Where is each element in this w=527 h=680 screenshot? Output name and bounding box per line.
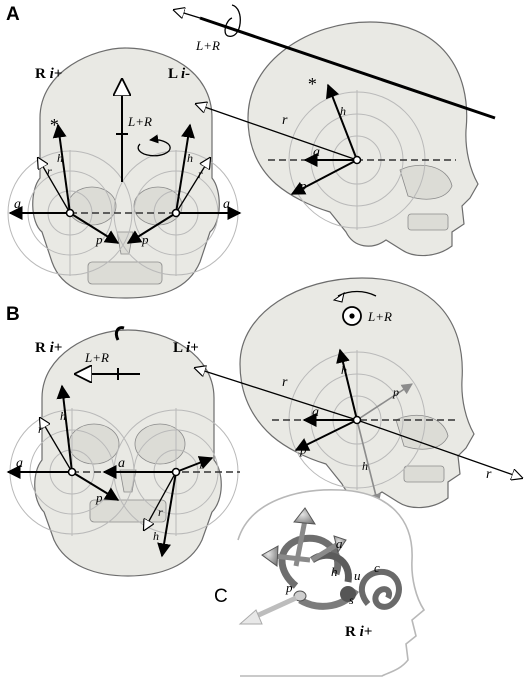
panel-a-lateral-center	[352, 155, 362, 165]
panel-a-label: A	[6, 4, 20, 25]
panel-a-left-label: L i-	[168, 66, 190, 82]
panel-c-side-label: R i+	[345, 624, 372, 640]
panel-a-frontal-label-a-left: a	[223, 197, 230, 212]
panel-a-lateral-rot-label: L+R	[195, 38, 220, 53]
panel-b-frontal-rot-label: L+R	[84, 350, 109, 365]
panel-c-label-h: h	[331, 564, 338, 579]
panel-b-left-center	[171, 467, 181, 477]
panel-a-lateral-star: *	[307, 74, 316, 94]
panel-b-lateral-center	[352, 415, 362, 425]
panel-c-cone-vectors	[238, 507, 347, 625]
panel-b-frontal-skull	[34, 329, 222, 577]
panel-b-lateral-label-a: a	[312, 405, 319, 420]
panel-b-right-label: R i+	[35, 340, 62, 356]
panel-b-left-label: L i+	[173, 340, 199, 356]
panel-c-label-u: u	[354, 568, 361, 583]
panel-b-frontal-label-r-right: r	[38, 422, 43, 436]
panel-a-frontal-vectors	[8, 80, 242, 244]
panel-b-lateral-label-p-grey: p	[392, 385, 399, 399]
panel-b-lateral-label-h-grey: h	[362, 459, 368, 473]
panel-a-frontal-label-r-right: r	[47, 164, 52, 178]
panel-a-frontal-skull	[32, 47, 220, 299]
panel-a-lateral-skull	[247, 21, 479, 257]
panel-a-frontal-label-h-right: h	[57, 151, 63, 165]
panel-a-right-center	[65, 208, 75, 218]
panel-a-lateral-label-h: h	[340, 104, 346, 118]
panel-b-lateral-label-p: p	[299, 442, 307, 457]
panel-b-frontal-label-p-left: p	[199, 454, 207, 469]
panel-b-frontal-label-a-right: a	[16, 456, 23, 471]
panel-a-frontal-label-r-left: r	[198, 167, 203, 181]
panel-c-label-a: a	[336, 536, 343, 551]
panel-c-label-c: c	[374, 560, 380, 575]
panel-c-label-p: p	[285, 580, 293, 595]
panel-a-frontal-label-p-right: p	[95, 232, 103, 247]
panel-a-frontal-label-a-right: a	[14, 197, 21, 212]
panel-a-lateral-vectors	[174, 4, 496, 195]
panel-b-lateral-label-h: h	[341, 363, 347, 377]
panel-c-head-outline	[237, 488, 426, 677]
panel-b-frontal-label-p-right: p	[95, 490, 103, 505]
panel-a-left-center	[171, 208, 181, 218]
panel-b-right-center	[67, 467, 77, 477]
panel-b-lateral-label-r-back: r	[486, 467, 492, 482]
panel-a-frontal-rot-label: L+R	[127, 114, 152, 129]
panel-b-frontal-label-h-left: h	[153, 529, 159, 543]
panel-b-lateral-label-r-front: r	[282, 375, 288, 390]
panel-b-frontal-label-r-left: r	[158, 505, 163, 519]
panel-a-lateral-label-a: a	[313, 145, 320, 160]
panel-a-lateral-label-r: r	[282, 113, 288, 128]
panel-b-frontal-label-h-right: h	[60, 409, 66, 423]
panel-b-frontal-label-a-left: a	[118, 456, 125, 471]
panel-a-frontal-label-p-left: p	[141, 232, 149, 247]
panel-b-label: B	[6, 304, 20, 325]
panel-a-lateral-label-p: p	[299, 178, 307, 193]
panel-a-frontal-star: *	[49, 115, 58, 135]
panel-b-lateral-rot-label: L+R	[367, 309, 392, 324]
panel-b-lateral-vectors	[195, 290, 522, 506]
panel-b-frontal-vectors	[6, 326, 214, 558]
panel-c-label: C	[214, 586, 228, 607]
panel-a-right-label: R i+	[35, 66, 62, 82]
panel-c-label-s: s	[349, 593, 354, 607]
panel-a-frontal-label-h-left: h	[187, 151, 193, 165]
